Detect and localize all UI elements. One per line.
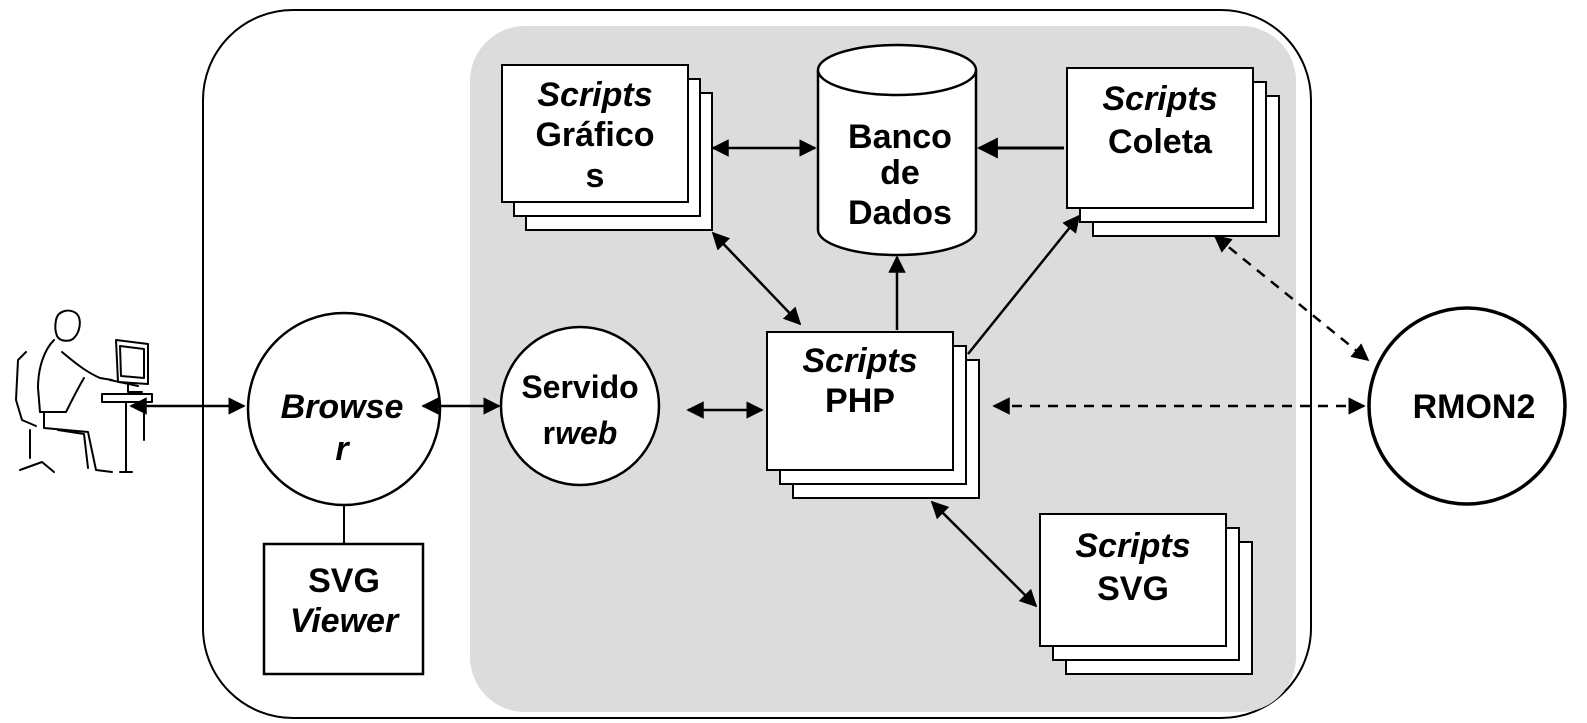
banco-dados-line2: de — [880, 154, 920, 192]
svg-viewer-line1: SVG — [308, 562, 380, 600]
arrow-php-coleta — [967, 214, 1081, 355]
servidor-web-line1: Servido — [521, 369, 638, 405]
svg-viewer-node[interactable]: SVG Viewer — [262, 542, 425, 676]
servidor-web-line2: rweb — [543, 415, 618, 451]
scripts-coleta-line1: Scripts — [1102, 80, 1217, 118]
scripts-graficos-stack[interactable]: Scripts Gráfico s — [501, 64, 713, 231]
rmon2-label: RMON2 — [1413, 388, 1536, 426]
scripts-php-stack[interactable]: Scripts PHP — [766, 331, 980, 499]
arrow-php-svg — [930, 500, 1038, 608]
scripts-coleta-line2: Coleta — [1108, 123, 1213, 161]
user-at-computer-icon — [15, 309, 153, 473]
browser-line1: Browse — [281, 388, 404, 426]
scripts-php-line1: Scripts — [802, 342, 917, 380]
scripts-graficos-line1: Scripts — [537, 76, 652, 114]
scripts-graficos-line2: Gráfico — [535, 116, 654, 154]
scripts-svg-line1: Scripts — [1075, 527, 1190, 565]
servidor-web-node[interactable]: Servido rweb — [499, 325, 661, 487]
scripts-php-line2: PHP — [825, 382, 895, 420]
scripts-svg-line2: SVG — [1097, 570, 1169, 608]
scripts-coleta-stack[interactable]: Scripts Coleta — [1066, 67, 1280, 237]
arrow-graficos-php — [711, 231, 802, 326]
browser-node[interactable]: Browse r — [246, 311, 442, 507]
banco-dados-line1: Banco — [848, 118, 952, 156]
rmon2-node[interactable]: RMON2 — [1367, 306, 1567, 506]
banco-dados-line3: Dados — [848, 194, 952, 232]
scripts-graficos-line3: s — [586, 157, 605, 195]
arrow-coleta-rmon2-dashed — [1213, 234, 1370, 362]
svg-viewer-line2: Viewer — [290, 602, 400, 640]
banco-dados-cylinder[interactable]: Banco de Dados — [816, 43, 978, 257]
scripts-svg-stack[interactable]: Scripts SVG — [1039, 513, 1253, 675]
browser-line2: r — [335, 430, 350, 468]
